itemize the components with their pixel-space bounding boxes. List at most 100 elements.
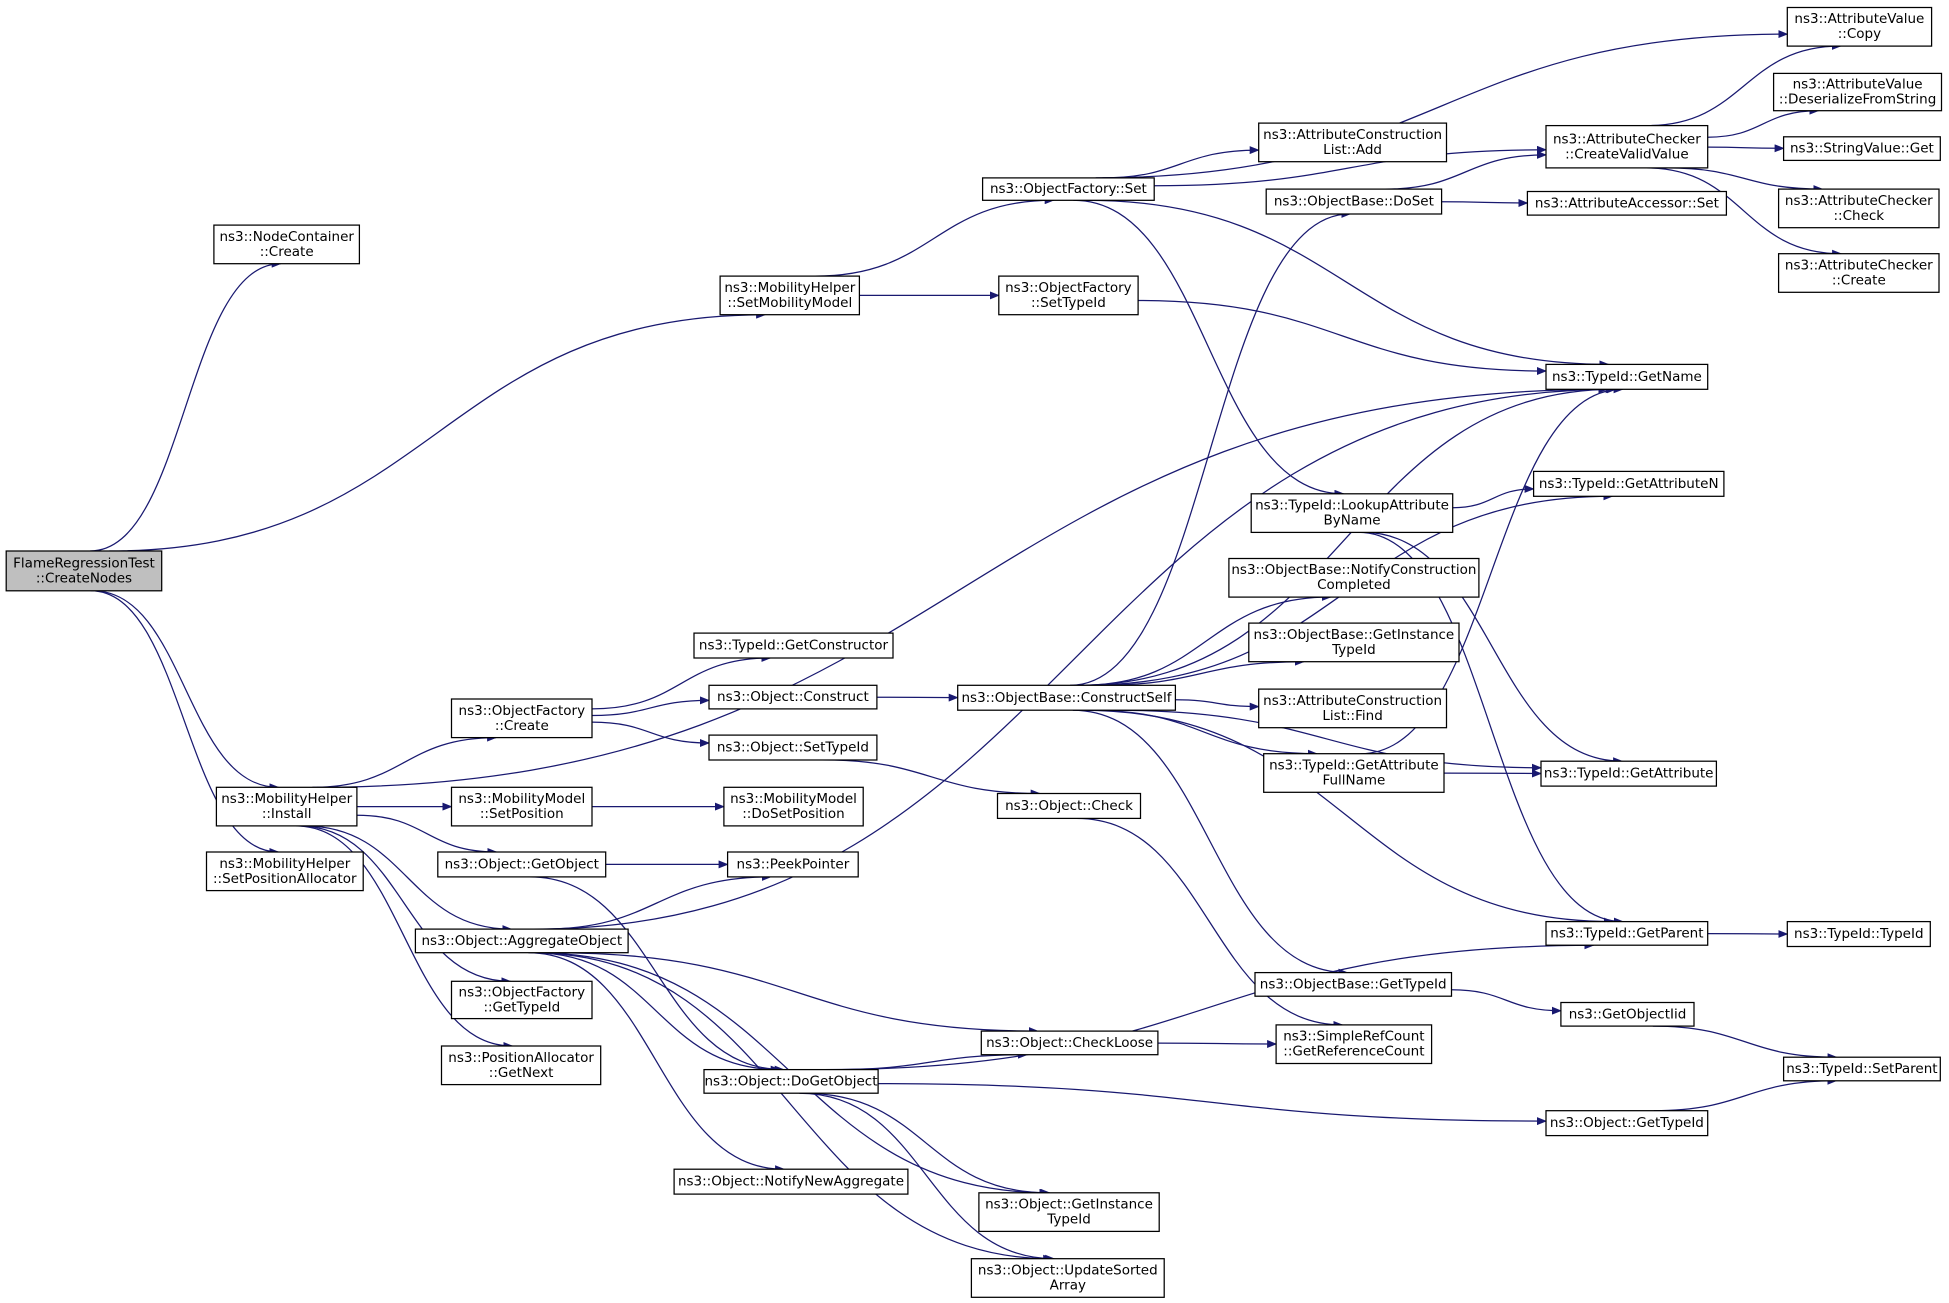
node-tid_getparent[interactable]: ns3::TypeId::GetParent bbox=[1545, 920, 1709, 946]
node-box bbox=[1258, 688, 1448, 729]
node-label-line: ns3::MobilityModel bbox=[730, 791, 857, 807]
node-ob_notify[interactable]: ns3::ObjectBase::NotifyConstructionCompl… bbox=[1228, 557, 1480, 598]
node-label-line: ns3::AttributeChecker bbox=[1553, 131, 1701, 147]
node-tid_getattrn[interactable]: ns3::TypeId::GetAttributeN bbox=[1532, 470, 1725, 497]
edge-obj_aggregate-to-obj_checkloose bbox=[553, 952, 1039, 1036]
node-sv_get[interactable]: ns3::StringValue::Get bbox=[1782, 136, 1941, 162]
node-src_getref[interactable]: ns3::SimpleRefCount::GetReferenceCount bbox=[1275, 1024, 1433, 1065]
node-label-line: ::SetMobilityModel bbox=[727, 295, 852, 311]
node-peekpointer[interactable]: ns3::PeekPointer bbox=[726, 851, 859, 878]
node-mh_install[interactable]: ns3::MobilityHelper::Install bbox=[215, 786, 358, 827]
node-label-line: ::Create bbox=[1832, 273, 1886, 289]
node-of_settypeid[interactable]: ns3::ObjectFactory::SetTypeId bbox=[998, 275, 1139, 316]
node-label-line: ns3::ObjectFactory::Set bbox=[990, 181, 1147, 197]
node-box bbox=[205, 851, 364, 892]
node-label-line: List::Find bbox=[1322, 708, 1382, 724]
node-label-line: Completed bbox=[1317, 577, 1391, 593]
edge-obj_getobject-to-obj_dogetobject bbox=[529, 876, 785, 1074]
node-label-line: ns3::Object::GetTypeId bbox=[1550, 1115, 1704, 1131]
node-obj_settypeid[interactable]: ns3::Object::SetTypeId bbox=[708, 734, 878, 761]
node-label-line: ns3::ObjectBase::DoSet bbox=[1274, 194, 1434, 210]
node-box bbox=[1532, 470, 1725, 497]
node-obj_check[interactable]: ns3::Object::Check bbox=[996, 792, 1142, 820]
node-of_set[interactable]: ns3::ObjectFactory::Set bbox=[981, 177, 1155, 201]
node-box bbox=[981, 177, 1155, 201]
edge-root-to-mh_setmob bbox=[109, 310, 767, 552]
node-label-line: ns3::AttributeChecker bbox=[1785, 258, 1933, 274]
node-mh_setmob[interactable]: ns3::MobilityHelper::SetMobilityModel bbox=[719, 275, 861, 316]
edge-of_create-to-tid_getctor bbox=[591, 654, 772, 710]
edge-obj_dogetobject-to-tid_getparent bbox=[824, 941, 1595, 1071]
node-label-line: ns3::Object::GetInstance bbox=[985, 1197, 1153, 1213]
node-label-line: ns3::TypeId::GetConstructor bbox=[699, 638, 889, 654]
node-box bbox=[1265, 188, 1443, 215]
node-obj_aggregate[interactable]: ns3::Object::AggregateObject bbox=[414, 928, 629, 954]
node-label-line: ns3::Object::GetObject bbox=[445, 856, 599, 872]
node-obj_construct[interactable]: ns3::Object::Construct bbox=[708, 684, 878, 710]
node-label-line: ns3::MobilityHelper bbox=[221, 791, 352, 807]
node-box bbox=[970, 1258, 1165, 1298]
node-ac_check[interactable]: ns3::AttributeChecker::Check bbox=[1777, 188, 1940, 229]
edge-mh_install-to-tid_getname bbox=[316, 385, 1609, 788]
node-label-line: ::CreateNodes bbox=[36, 570, 132, 586]
node-of_create[interactable]: ns3::ObjectFactory::Create bbox=[450, 698, 593, 739]
node-label-line: ns3::MobilityHelper bbox=[724, 280, 855, 296]
node-label-line: ns3::PeekPointer bbox=[737, 856, 850, 872]
node-box bbox=[693, 632, 894, 659]
node-label-line: ::GetReferenceCount bbox=[1283, 1044, 1424, 1060]
node-label-line: ns3::ObjectBase::GetInstance bbox=[1254, 627, 1455, 643]
node-mm_setpos[interactable]: ns3::MobilityModel::SetPosition bbox=[450, 786, 593, 827]
node-getobjectiid[interactable]: ns3::GetObjectIid bbox=[1560, 1001, 1695, 1027]
node-tid_getctor[interactable]: ns3::TypeId::GetConstructor bbox=[693, 632, 894, 659]
node-obj_gettypeid[interactable]: ns3::Object::GetTypeId bbox=[1545, 1110, 1709, 1137]
node-ob_doset[interactable]: ns3::ObjectBase::DoSet bbox=[1265, 188, 1443, 215]
node-mm_dosetpos[interactable]: ns3::MobilityModel::DoSetPosition bbox=[723, 786, 864, 827]
node-ob_constructself[interactable]: ns3::ObjectBase::ConstructSelf bbox=[957, 684, 1177, 711]
edge-mh_install-to-obj_aggregate bbox=[303, 825, 513, 934]
node-aa_set[interactable]: ns3::AttributeAccessor::Set bbox=[1526, 190, 1728, 216]
edge-ob_constructself-to-ob_getinst bbox=[1098, 657, 1305, 686]
node-ob_gettypeid[interactable]: ns3::ObjectBase::GetTypeId bbox=[1254, 971, 1453, 997]
node-obj_getobject[interactable]: ns3::Object::GetObject bbox=[437, 851, 607, 878]
edge-of_create-to-obj_settypeid bbox=[591, 721, 710, 747]
node-obj_checkloose[interactable]: ns3::Object::CheckLoose bbox=[980, 1030, 1159, 1056]
node-of_gettypeid[interactable]: ns3::ObjectFactory::GetTypeId bbox=[450, 980, 593, 1020]
node-label-line: ::CreateValidValue bbox=[1565, 146, 1689, 162]
node-box bbox=[708, 684, 878, 710]
node-label-line: ::SetPosition bbox=[480, 806, 564, 822]
node-box bbox=[213, 224, 361, 265]
edge-ob_constructself-to-ob_notify bbox=[1081, 593, 1332, 686]
node-av_copy[interactable]: ns3::AttributeValue::Copy bbox=[1786, 6, 1933, 47]
node-label-line: ns3::TypeId::GetName bbox=[1552, 369, 1702, 385]
node-label-line: ns3::ObjectBase::NotifyConstruction bbox=[1231, 562, 1476, 578]
node-label-line: ns3::Object::UpdateSorted bbox=[978, 1263, 1158, 1279]
node-tid_setparent[interactable]: ns3::TypeId::SetParent bbox=[1782, 1056, 1941, 1082]
node-obj_notifynewagg[interactable]: ns3::Object::NotifyNewAggregate bbox=[673, 1168, 909, 1195]
node-label-line: ::Check bbox=[1833, 208, 1884, 224]
node-box bbox=[1772, 72, 1943, 112]
node-nc_create[interactable]: ns3::NodeContainer::Create bbox=[213, 224, 361, 265]
edge-tid_lookup-to-tid_getparent bbox=[1358, 531, 1624, 926]
node-tid_getname[interactable]: ns3::TypeId::GetName bbox=[1545, 363, 1709, 390]
edge-ob_constructself-to-tid_getparent bbox=[1081, 709, 1614, 926]
node-mh_setpos[interactable]: ns3::MobilityHelper::SetPositionAllocato… bbox=[205, 851, 364, 892]
edge-ac_createvalid-to-ac_check bbox=[1666, 167, 1824, 194]
node-tid_typeid[interactable]: ns3::TypeId::TypeId bbox=[1786, 920, 1931, 948]
node-root[interactable]: FlameRegressionTest::CreateNodes bbox=[5, 550, 163, 592]
node-ac_createvalid[interactable]: ns3::AttributeChecker::CreateValidValue bbox=[1545, 124, 1709, 169]
node-av_deser[interactable]: ns3::AttributeValue::DeserializeFromStri… bbox=[1772, 72, 1943, 112]
edge-ac_createvalid-to-av_deser bbox=[1707, 106, 1820, 138]
node-obj_dogetobject[interactable]: ns3::Object::DoGetObject bbox=[703, 1068, 879, 1094]
node-tid_getattr[interactable]: ns3::TypeId::GetAttribute bbox=[1540, 760, 1718, 787]
node-ac_create[interactable]: ns3::AttributeChecker::Create bbox=[1777, 253, 1940, 293]
node-pa_getnext[interactable]: ns3::PositionAllocator::GetNext bbox=[440, 1045, 602, 1086]
node-box bbox=[673, 1168, 909, 1195]
node-box bbox=[1782, 1056, 1941, 1082]
